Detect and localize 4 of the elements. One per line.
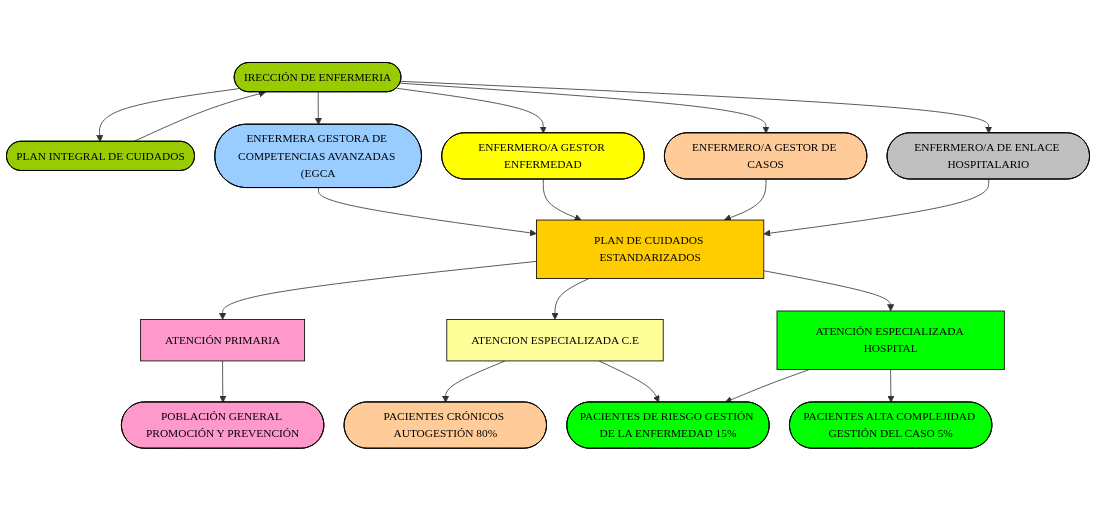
node-box: ATENCIÓN PRIMARIA	[140, 319, 306, 362]
node-box: ATENCIÓN ESPECIALIZADA HOSPITAL	[776, 310, 1005, 370]
node-box: PLAN DE CUIDADOS ESTANDARIZADOS	[536, 219, 765, 280]
node-box: ATENCION ESPECIALIZADA C.E	[446, 319, 664, 362]
